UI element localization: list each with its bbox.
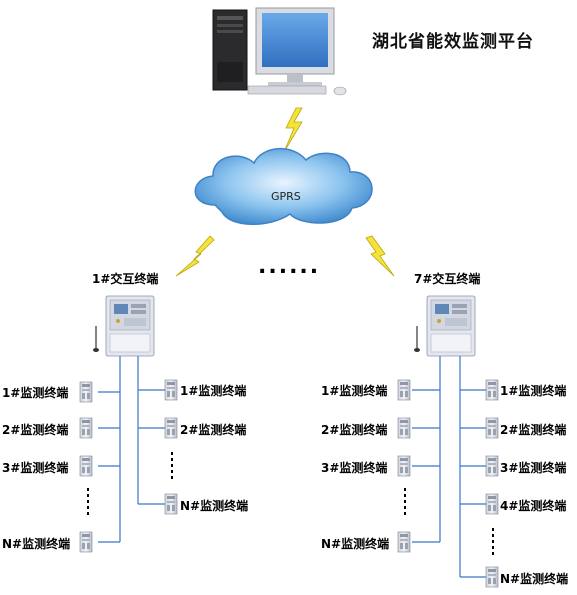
- monitor-terminal-label: 2#监测终端: [500, 423, 567, 437]
- lightning-icon: [365, 235, 395, 277]
- lightning-icon: [283, 107, 303, 153]
- monitor-terminal-label: N#监测终端: [500, 572, 569, 586]
- monitor-terminal-label: 1#监测终端: [180, 384, 247, 398]
- monitor-terminal-label: 1#监测终端: [2, 386, 69, 400]
- monitor-terminal-icon: [79, 417, 93, 439]
- monitor-terminal-label: 1#监测终端: [321, 384, 388, 398]
- interactive-terminal-icon: [413, 295, 476, 357]
- monitor-terminal-label: 2#监测终端: [321, 423, 388, 437]
- middle-ellipsis: ......: [258, 254, 321, 279]
- monitor-terminal-label: N#监测终端: [2, 537, 71, 551]
- monitor-terminal-icon: [164, 379, 178, 401]
- monitor-terminal-label: 3#监测终端: [500, 461, 567, 475]
- lightning-icon: [175, 235, 215, 277]
- monitor-terminal-icon: [397, 379, 411, 401]
- monitor-terminal-label: N#监测终端: [180, 499, 249, 513]
- monitor-terminal-icon: [485, 493, 499, 515]
- left-group-wires: [98, 356, 165, 543]
- monitor-terminal-label: 3#监测终端: [2, 461, 69, 475]
- monitor-terminal-icon: [397, 531, 411, 553]
- computer-icon: [212, 7, 347, 96]
- monitor-terminal-label: 1#监测终端: [500, 384, 567, 398]
- monitor-terminal-label: 3#监测终端: [321, 461, 388, 475]
- vertical-ellipsis: [87, 452, 494, 555]
- monitor-terminal-icon: [79, 381, 93, 403]
- monitor-terminal-icon: [397, 417, 411, 439]
- monitor-terminal-icon: [485, 455, 499, 477]
- monitor-terminal-label: 2#监测终端: [2, 423, 69, 437]
- monitor-terminal-icon: [485, 379, 499, 401]
- gprs-label: GPRS: [271, 190, 301, 203]
- monitor-terminal-label: 4#监测终端: [500, 499, 567, 513]
- monitor-terminal-label: N#监测终端: [321, 537, 390, 551]
- cloud-icon: [194, 147, 373, 225]
- monitor-terminal-icon: [79, 531, 93, 553]
- monitor-terminal-icon: [79, 455, 93, 477]
- monitor-terminal-icon: [485, 566, 499, 588]
- platform-title: 湖北省能效监测平台: [372, 32, 534, 52]
- interactive-terminal-label: 1#交互终端: [92, 272, 159, 286]
- monitor-terminal-icon: [164, 417, 178, 439]
- interactive-terminal-label: 7#交互终端: [414, 272, 481, 286]
- interactive-terminal-icon: [92, 295, 155, 357]
- monitor-terminal-label: 2#监测终端: [180, 423, 247, 437]
- monitor-terminal-icon: [485, 417, 499, 439]
- monitor-terminal-icon: [164, 493, 178, 515]
- right-group-wires: [412, 356, 486, 578]
- monitor-terminal-icon: [397, 455, 411, 477]
